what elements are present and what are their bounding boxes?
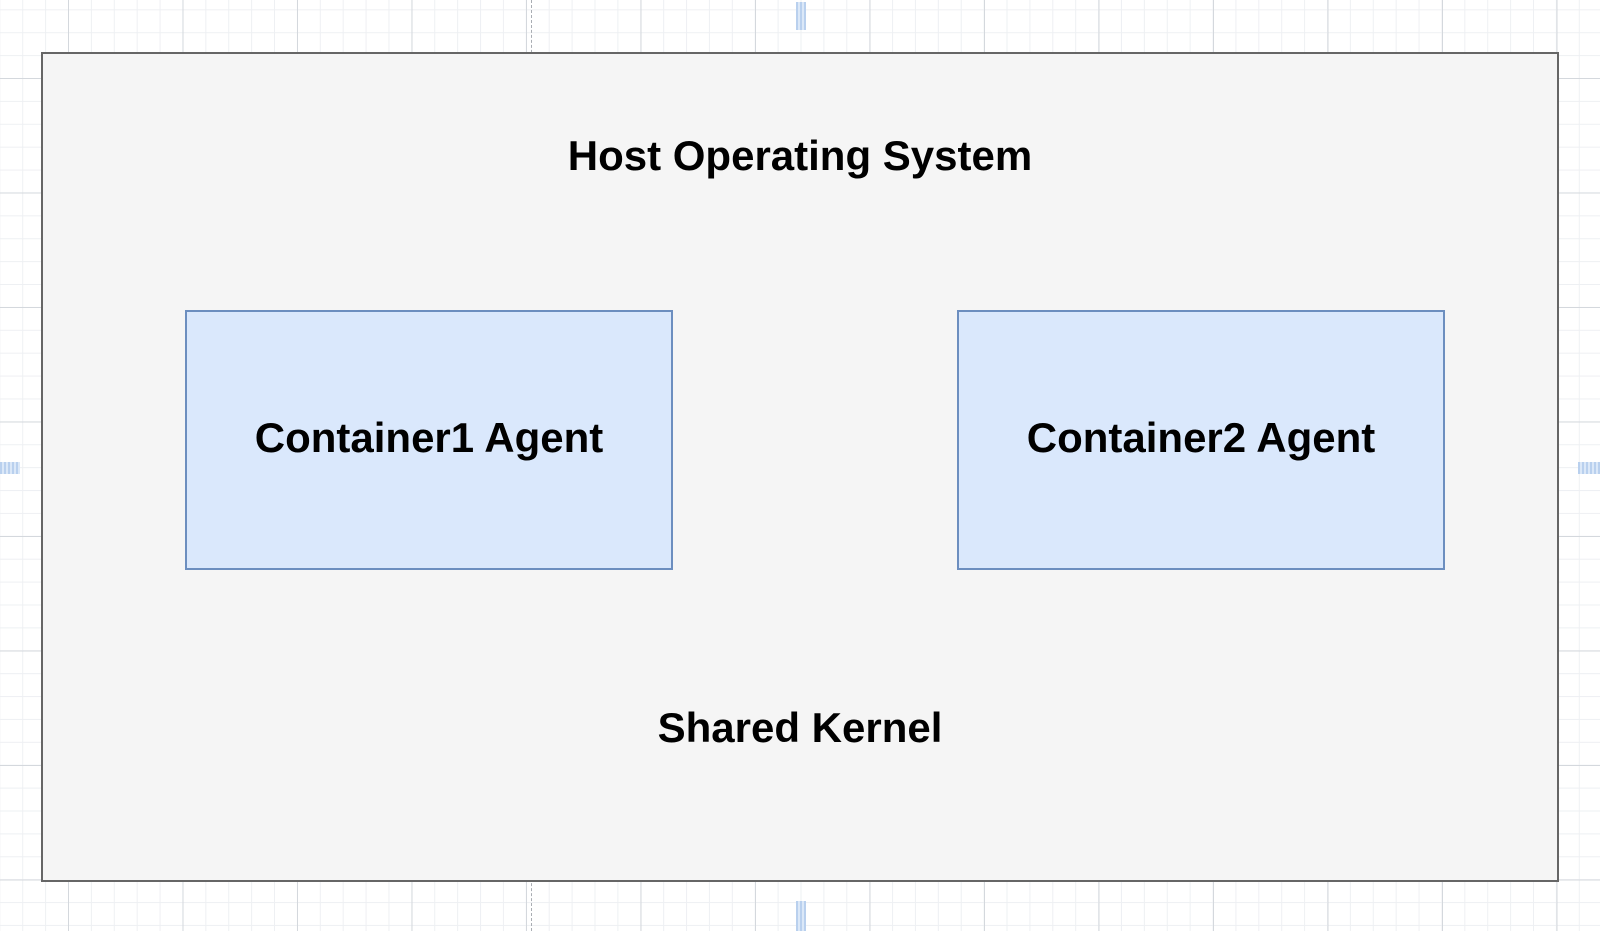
container2-agent-label: Container2 Agent [1026, 414, 1376, 461]
top-resize-handle[interactable] [796, 2, 806, 30]
bottom-resize-handle[interactable] [796, 901, 806, 931]
host-title-label: Host Operating System [567, 132, 1033, 179]
container2-agent-box[interactable]: Container2 Agent [957, 310, 1445, 570]
host-operating-system-box[interactable]: Host Operating System Container1 Agent C… [41, 52, 1559, 882]
shared-kernel-label: Shared Kernel [657, 704, 943, 751]
container1-agent-label: Container1 Agent [254, 414, 604, 461]
left-resize-handle[interactable] [0, 462, 20, 474]
container1-agent-box[interactable]: Container1 Agent [185, 310, 673, 570]
right-resize-handle[interactable] [1578, 462, 1600, 474]
